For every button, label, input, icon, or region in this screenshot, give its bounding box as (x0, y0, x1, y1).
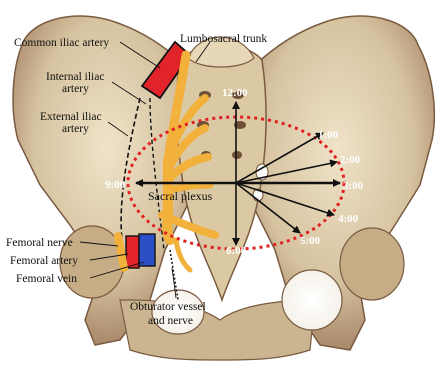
label-femoral-artery: Femoral artery (10, 255, 78, 267)
label-common-iliac-artery: Common iliac artery (14, 37, 109, 49)
clock-label-4: 4:00 (338, 213, 359, 225)
label-obturator-1: Obturator vessel (130, 301, 206, 313)
clock-label-3: 3:00 (343, 180, 364, 192)
clock-label-12: 12:00 (222, 87, 248, 99)
label-femoral-vein: Femoral vein (16, 273, 77, 285)
clock-label-9: 9:00 (105, 179, 126, 191)
clock-label-5: 5:00 (300, 235, 321, 247)
pelvis-bone (13, 16, 434, 360)
obturator-nerve (176, 240, 190, 270)
label-femoral-nerve: Femoral nerve (6, 237, 73, 249)
clock-label-2: 2:00 (340, 154, 361, 166)
clock-label-6: 6:00 (226, 245, 247, 257)
label-external-iliac-artery-2: artery (62, 123, 89, 135)
label-sacral-plexus: Sacral plexus (148, 189, 213, 203)
label-external-iliac-artery-1: External iliac (40, 111, 102, 123)
label-internal-iliac-artery-2: artery (62, 83, 89, 95)
clock-label-1: 1:00 (318, 129, 339, 141)
label-internal-iliac-artery-1: Internal iliac (46, 71, 104, 83)
femoral-vein (139, 234, 155, 266)
label-lumbosacral-trunk: Lumbosacral trunk (180, 33, 267, 45)
label-obturator-2: and nerve (148, 315, 193, 327)
femoral-artery (126, 236, 139, 268)
